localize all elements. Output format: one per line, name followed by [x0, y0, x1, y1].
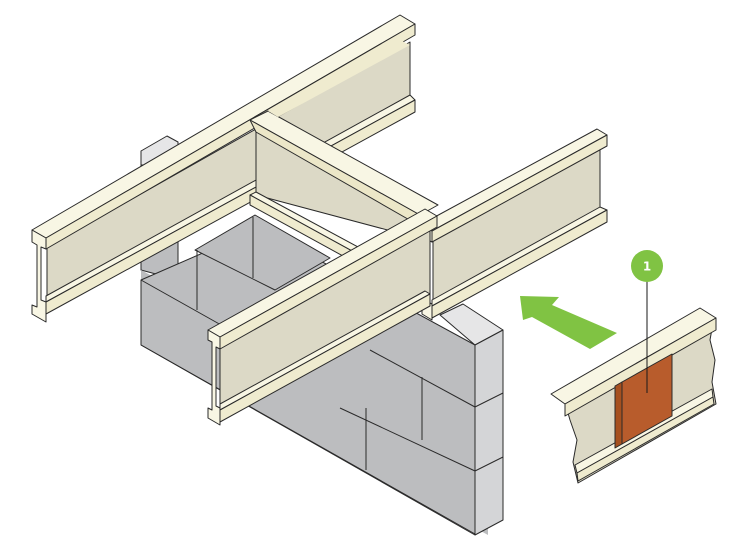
- blocking-panel: [614, 353, 673, 449]
- front-joist: [207, 208, 438, 426]
- right-joist: [419, 128, 608, 321]
- detail-arrow: [520, 296, 617, 349]
- callout-1: 1: [631, 250, 663, 393]
- callout-badge: [631, 250, 663, 282]
- callout-number: 1: [643, 260, 651, 274]
